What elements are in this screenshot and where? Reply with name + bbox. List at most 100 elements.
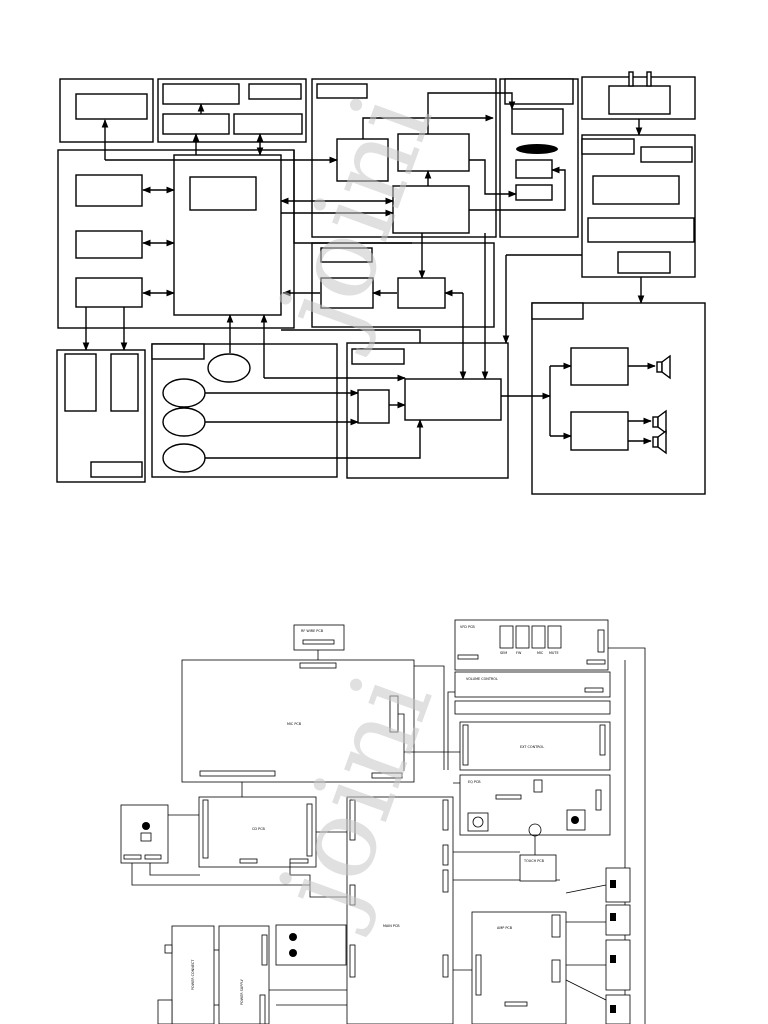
signal-lines xyxy=(82,92,656,459)
connector xyxy=(595,789,602,811)
connector xyxy=(442,954,449,978)
connector xyxy=(371,772,403,779)
pcb-touch xyxy=(519,854,557,882)
connector xyxy=(504,1001,528,1007)
block-s xyxy=(587,217,695,243)
label-tab-1 xyxy=(316,83,368,99)
block-a xyxy=(75,93,148,120)
label-tab-7 xyxy=(351,348,405,365)
block-p xyxy=(397,277,446,309)
speaker-icon-1 xyxy=(656,354,671,380)
block-amp-2 xyxy=(570,411,629,451)
block-diagram xyxy=(56,71,706,495)
label-tab-8 xyxy=(531,302,584,320)
connector xyxy=(302,639,335,645)
block-h xyxy=(397,133,470,172)
connector xyxy=(551,914,561,938)
disc-icon xyxy=(516,144,558,154)
knob-icon xyxy=(472,816,484,828)
connector xyxy=(457,654,479,660)
connector xyxy=(584,687,604,693)
block-q xyxy=(640,146,693,163)
connector xyxy=(261,934,268,966)
connector xyxy=(599,724,606,756)
pcb-touch-label: TOUCH PCB xyxy=(523,859,545,863)
jack-icon xyxy=(571,816,579,824)
label-tab-4 xyxy=(581,138,635,155)
speaker-icon-3 xyxy=(652,429,667,455)
block-c xyxy=(248,83,302,100)
vfd-label-3: MIC xyxy=(537,651,544,655)
pcb-rf-wire xyxy=(293,624,345,651)
block-i xyxy=(515,159,553,179)
pcb-power-supply-label: POWER SUPPLY xyxy=(240,978,244,1005)
label-tab-2 xyxy=(504,78,574,105)
block-mcu-inner xyxy=(189,176,257,211)
pcb-main xyxy=(346,796,454,1024)
speaker-terminals xyxy=(605,867,631,1024)
vfd-label-4: MUTE xyxy=(549,651,559,655)
plug-pin-1 xyxy=(628,71,634,87)
connector xyxy=(123,854,142,860)
plug-icon xyxy=(164,944,173,954)
pcb-ext-label: EXT CONTROL xyxy=(520,745,544,749)
block-u xyxy=(64,353,97,412)
speaker-icon-2 xyxy=(652,409,667,435)
antenna-icon xyxy=(289,949,297,957)
switch xyxy=(533,779,543,793)
block-e xyxy=(233,113,303,135)
pcb-main-label: MAIN PCB xyxy=(383,924,400,928)
pcb-volume xyxy=(454,671,611,698)
block-amp-1 xyxy=(570,347,629,386)
pcb-cd-label: CD PCB xyxy=(252,827,265,831)
connector xyxy=(597,629,605,653)
pcb-vfd xyxy=(454,619,609,671)
connector xyxy=(442,869,449,893)
connector xyxy=(349,884,356,906)
pcb-rf-wire-label: RF WIRE PCB xyxy=(301,629,324,633)
label-tab-6 xyxy=(151,343,205,360)
block-l xyxy=(75,174,143,207)
block-w xyxy=(357,389,390,424)
vfd-label-1: SEM xyxy=(500,651,507,655)
block-t xyxy=(617,251,671,274)
connector xyxy=(349,799,356,841)
pcb-vfd-label: VFD PCB xyxy=(460,625,475,629)
transformer-icon xyxy=(157,999,173,1024)
block-d xyxy=(162,113,230,135)
pcb-ext-control xyxy=(459,721,611,771)
input-jack-2 xyxy=(162,378,206,408)
block-b xyxy=(162,83,240,105)
connector xyxy=(299,662,337,669)
block-x xyxy=(404,378,502,421)
connector xyxy=(289,858,309,864)
block-k xyxy=(392,185,470,234)
frame-amp xyxy=(531,302,706,495)
connector xyxy=(442,844,449,866)
connector xyxy=(259,994,266,1024)
block-r xyxy=(592,175,680,205)
pcb-volume-label: VOLUME CONTROL xyxy=(466,677,498,681)
label-tab-3 xyxy=(320,247,373,263)
connector xyxy=(199,770,276,777)
pcb-mic xyxy=(181,659,415,783)
pcb-ext-top xyxy=(454,700,611,715)
block-g xyxy=(336,138,389,182)
connector xyxy=(551,959,561,983)
connector xyxy=(306,803,313,857)
block-v xyxy=(110,353,139,412)
connector xyxy=(349,944,356,978)
plug-pin-2 xyxy=(646,71,652,87)
connector xyxy=(144,854,162,860)
pcb-eq-label: EQ PCB xyxy=(468,780,481,784)
input-jack-3 xyxy=(162,407,206,437)
block-f xyxy=(511,108,564,135)
block-power-in xyxy=(608,85,671,115)
block-n xyxy=(75,277,143,308)
connector xyxy=(239,858,258,864)
knob xyxy=(467,812,489,832)
connector xyxy=(475,954,482,996)
pcb-amp-label: AMP PCB xyxy=(497,926,513,930)
sensor-icon xyxy=(142,822,150,830)
